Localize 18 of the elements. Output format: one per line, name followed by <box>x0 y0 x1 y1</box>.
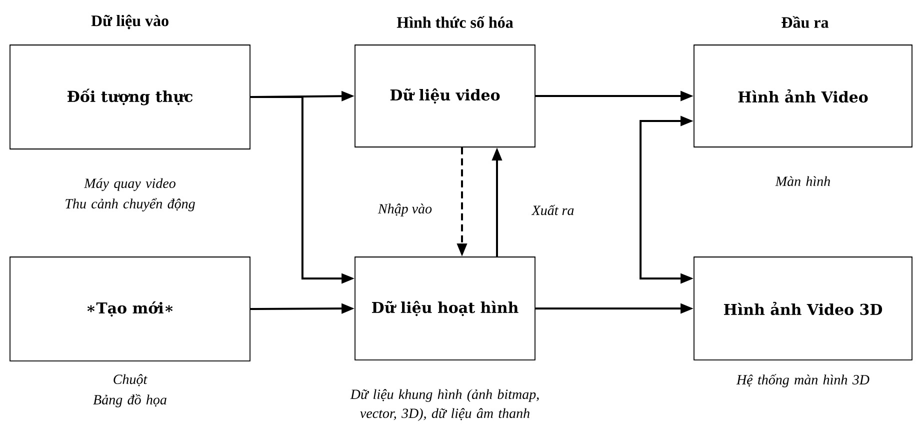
column-heading: Hình thức số hóa <box>396 16 514 28</box>
process-box: Dữ liệu video <box>354 44 536 148</box>
column-heading: Đầu ra <box>782 16 829 28</box>
edge-label: Nhập vào <box>376 202 434 218</box>
process-box: Hình ảnh Video <box>694 44 912 148</box>
column-heading: Dữ liệu vào <box>91 14 168 30</box>
caption-text: Hệ thống màn hình 3D <box>736 374 870 388</box>
process-box: Dữ liệu hoạt hình <box>354 256 536 360</box>
edge-label: Xuất ra <box>530 204 576 216</box>
process-box: ∗Tạo mới∗ <box>10 256 250 362</box>
caption-text: Màn hình <box>775 176 830 186</box>
caption-text: Bảng đồ họa <box>93 394 166 408</box>
caption-text: Máy quay video <box>84 178 176 191</box>
process-box: Hình ảnh Video 3D <box>694 256 912 360</box>
process-box: Đối tượng thực <box>10 44 250 150</box>
caption-text: Dữ liệu khung hình (ảnh bitmap, vector, 3D), dữ liệu âm thanh <box>350 389 539 421</box>
caption-text: Chuột <box>114 374 148 386</box>
caption-text: Thu cảnh chuyển động <box>66 198 195 212</box>
